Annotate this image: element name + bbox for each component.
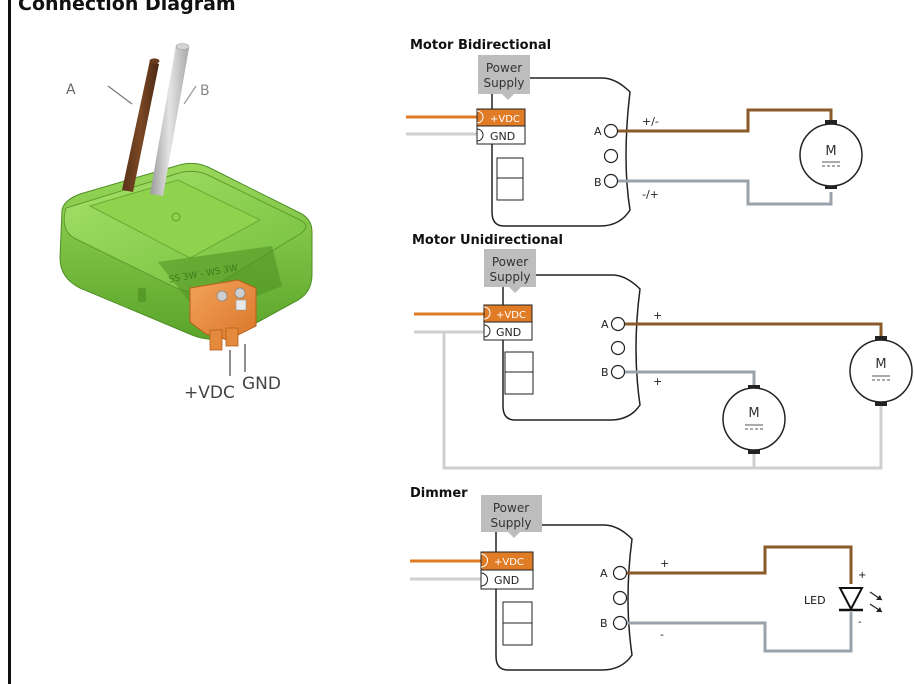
section-motor-bidirectional: Motor Bidirectional Power Supply +VDC GN…	[406, 38, 863, 227]
motor-symbol: M	[799, 120, 863, 189]
vdc-label: +VDC	[496, 310, 526, 321]
power-supply-label-line2: Supply	[490, 270, 531, 284]
section-heading: Motor Unidirectional	[412, 233, 563, 248]
terminal-a-label: A	[601, 318, 609, 331]
terminal-b-label: B	[600, 617, 608, 630]
polarity-b-label: +	[653, 375, 662, 388]
polarity-b-label: -/+	[642, 188, 659, 201]
power-supply-label-line2: Supply	[484, 76, 525, 90]
polarity-a-label: +/-	[642, 115, 659, 128]
led-symbol: LED + -	[804, 570, 883, 628]
left-rule	[8, 0, 11, 684]
terminal-a-label: A	[600, 567, 608, 580]
motor-symbol: M	[849, 336, 913, 406]
wire-a-label: A	[66, 82, 76, 98]
module-outline	[495, 524, 633, 671]
section-dimmer: Dimmer Power Supply +VDC GND A B + -	[410, 486, 883, 671]
page-title: Connection Diagram	[18, 0, 236, 15]
wire-b-label: B	[200, 83, 210, 99]
led-plus-label: +	[858, 570, 866, 581]
device-illustration: SS 3W - WS 3W A B +VDC GND	[59, 43, 313, 403]
section-motor-unidirectional: Motor Unidirectional Power Supply +VDC G…	[412, 233, 913, 470]
module-outline	[491, 77, 631, 227]
gnd-label: GND	[494, 574, 519, 587]
motor-label: M	[748, 406, 759, 421]
vdc-pin-label: +VDC	[184, 383, 235, 403]
polarity-a-label: +	[653, 309, 662, 322]
section-heading: Motor Bidirectional	[410, 38, 551, 53]
polarity-a-label: +	[660, 557, 669, 570]
power-supply-label-line1: Power	[493, 501, 529, 515]
power-supply-label-line2: Supply	[491, 516, 532, 530]
wire-a-leader	[107, 85, 133, 105]
section-heading: Dimmer	[410, 486, 468, 501]
module-outline	[502, 274, 641, 421]
gnd-label: GND	[490, 130, 515, 143]
power-supply-label-line1: Power	[486, 61, 522, 75]
vdc-label: +VDC	[490, 114, 520, 125]
vdc-label: +VDC	[494, 557, 524, 568]
terminal-b-label: B	[601, 366, 609, 379]
polarity-b-label: -	[660, 628, 664, 641]
motor-symbol: M	[722, 385, 786, 454]
terminal-b-label: B	[594, 176, 602, 189]
wire-b-leader	[183, 85, 197, 105]
terminal-a-label: A	[594, 125, 602, 138]
gnd-label: GND	[496, 326, 521, 339]
motor-label: M	[825, 144, 836, 159]
led-minus-label: -	[858, 617, 862, 628]
led-label: LED	[804, 594, 826, 607]
terminal-block	[189, 279, 257, 351]
gnd-pin-label: GND	[242, 374, 281, 394]
power-supply-label-line1: Power	[492, 255, 528, 269]
motor-label: M	[875, 357, 886, 372]
